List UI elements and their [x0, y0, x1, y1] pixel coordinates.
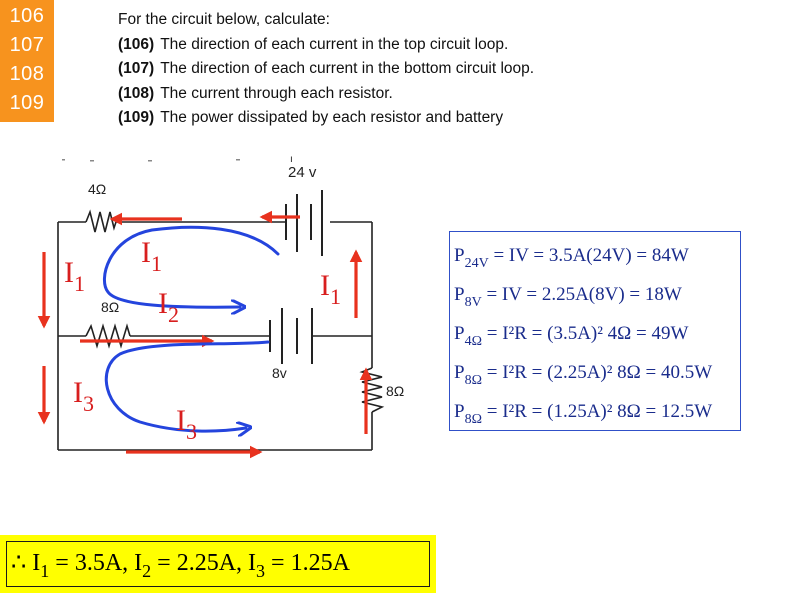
question-number-badge: 106 107 108 109	[0, 0, 54, 122]
question-item: (107) The direction of each current in th…	[118, 57, 534, 82]
current-label-i1-loop: I1	[141, 236, 162, 276]
circuit-diagram: 24 v ı 8v 4Ω 8Ω 8Ω I1 I1 I1 I2 I3 I3	[37, 154, 404, 459]
question-text: The current through each resistor.	[160, 84, 393, 102]
question-text: The direction of each current in the bot…	[160, 60, 535, 77]
badge-number: 107	[9, 34, 45, 56]
current-arrows	[37, 210, 373, 459]
current-label-i2-loop: I2	[158, 287, 179, 327]
circuit-wires	[57, 221, 373, 451]
question-text: The direction of each current in the top…	[160, 35, 509, 53]
loop-arrow-bottom	[104, 340, 270, 431]
current-label-i3-left: I3	[73, 376, 94, 416]
loop-arrow-top	[103, 225, 280, 307]
badge-number: 108	[9, 63, 45, 85]
resistor-8ohm-right-label: 8Ω	[386, 383, 404, 399]
question-item: (108) The current through each resistor.	[118, 82, 534, 107]
equation-p4ohm: P4Ω = I²R = (3.5A)² 4Ω = 49W	[454, 323, 689, 349]
power-equations-box: P24V = IV = 3.5A(24V) = 84W P8V = IV = 2…	[449, 231, 741, 431]
battery-24v-tick: ı	[290, 154, 293, 165]
badge-number: 106	[9, 5, 45, 27]
question-number: (108)	[118, 84, 155, 102]
current-label-i3-loop: I3	[176, 404, 197, 444]
battery-24v-label: 24 v	[288, 164, 317, 181]
question-item: (109) The power dissipated by each resist…	[118, 106, 534, 131]
battery-8v-label: 8v	[272, 365, 287, 381]
equation-p24v: P24V = IV = 3.5A(24V) = 84W	[454, 245, 689, 271]
scan-specks	[62, 159, 240, 162]
battery-24v	[285, 190, 323, 256]
current-label-i1-right: I1	[320, 269, 341, 309]
battery-8v	[269, 308, 313, 364]
question-number: (106)	[118, 35, 155, 53]
resistor-8ohm-middle	[85, 323, 131, 349]
question-list: For the circuit below, calculate: (106) T…	[118, 8, 534, 131]
equation-p8ohm-b: P8Ω = I²R = (1.25A)² 8Ω = 12.5W	[454, 401, 713, 427]
therefore-symbol: ∴	[11, 550, 27, 576]
equation-p8ohm-a: P8Ω = I²R = (2.25A)² 8Ω = 40.5W	[454, 362, 713, 388]
equation-p8v: P8V = IV = 2.25A(8V) = 18W	[454, 284, 682, 310]
question-number: (107)	[118, 60, 155, 77]
answer-box: ∴ I1 = 3.5A, I2 = 2.25A, I3 = 1.25A	[0, 535, 436, 593]
question-item: (106) The direction of each current in th…	[118, 33, 534, 58]
question-intro: For the circuit below, calculate:	[118, 11, 330, 28]
badge-number: 109	[9, 92, 45, 114]
resistor-8ohm-middle-label: 8Ω	[101, 299, 119, 315]
resistor-4ohm-label: 4Ω	[88, 181, 106, 197]
answer-equation: ∴ I1 = 3.5A, I2 = 2.25A, I3 = 1.25A	[6, 541, 430, 587]
question-number: (109)	[118, 109, 155, 126]
resistor-4ohm	[85, 209, 117, 233]
current-label-i1-left: I1	[64, 256, 85, 296]
question-text: The power dissipated by each resistor an…	[160, 109, 504, 126]
